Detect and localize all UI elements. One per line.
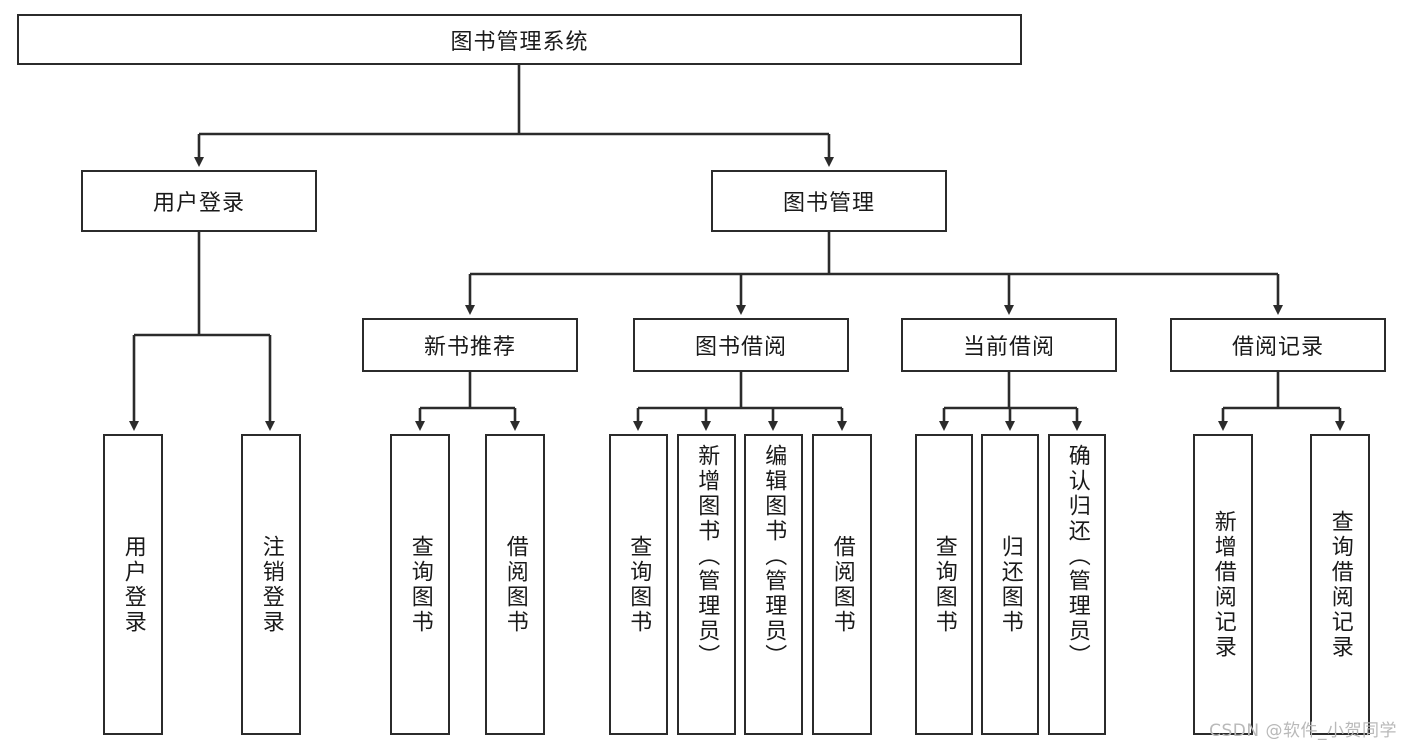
- leaf-add-borrow-record-label: 新增借阅记录: [1210, 509, 1236, 660]
- leaf-user-login[interactable]: 用户登录: [103, 434, 163, 735]
- leaf-add-book-admin-label: 新增图书（管理员）: [694, 444, 720, 669]
- node-book-borrow[interactable]: 图书借阅: [633, 318, 849, 372]
- leaf-edit-book-admin[interactable]: 编辑图书（管理员）: [744, 434, 803, 735]
- leaf-add-book-admin[interactable]: 新增图书（管理员）: [677, 434, 736, 735]
- leaf-query-book-recommend[interactable]: 查询图书: [390, 434, 450, 735]
- node-new-book-recommend[interactable]: 新书推荐: [362, 318, 578, 372]
- leaf-query-book-recommend-label: 查询图书: [407, 534, 433, 635]
- leaf-query-book-current-label: 查询图书: [931, 534, 957, 635]
- leaf-return-book[interactable]: 归还图书: [981, 434, 1039, 735]
- node-book-management[interactable]: 图书管理: [711, 170, 947, 232]
- leaf-query-book-borrow[interactable]: 查询图书: [609, 434, 668, 735]
- leaf-return-book-label: 归还图书: [997, 534, 1023, 635]
- leaf-add-borrow-record[interactable]: 新增借阅记录: [1193, 434, 1253, 735]
- node-root[interactable]: 图书管理系统: [17, 14, 1022, 65]
- leaf-query-book-current[interactable]: 查询图书: [915, 434, 973, 735]
- leaf-query-borrow-record[interactable]: 查询借阅记录: [1310, 434, 1370, 735]
- leaf-user-logout[interactable]: 注销登录: [241, 434, 301, 735]
- node-current-borrow-label: 当前借阅: [962, 335, 1055, 360]
- leaf-borrow-book[interactable]: 借阅图书: [812, 434, 872, 735]
- node-root-label: 图书管理系统: [450, 29, 589, 55]
- node-book-borrow-label: 图书借阅: [694, 335, 787, 360]
- leaf-edit-book-admin-label: 编辑图书（管理员）: [761, 444, 787, 669]
- leaf-confirm-return-admin[interactable]: 确认归还（管理员）: [1048, 434, 1106, 735]
- node-borrow-record-label: 借阅记录: [1231, 335, 1324, 360]
- leaf-user-logout-label: 注销登录: [258, 534, 284, 635]
- leaf-borrow-book-label: 借阅图书: [829, 534, 855, 635]
- leaf-borrow-book-recommend-label: 借阅图书: [502, 534, 528, 635]
- node-user-login[interactable]: 用户登录: [81, 170, 317, 232]
- leaf-query-borrow-record-label: 查询借阅记录: [1327, 509, 1353, 660]
- leaf-query-book-borrow-label: 查询图书: [626, 534, 652, 635]
- node-new-book-recommend-label: 新书推荐: [423, 335, 516, 360]
- node-borrow-record[interactable]: 借阅记录: [1170, 318, 1386, 372]
- node-book-management-label: 图书管理: [782, 191, 875, 216]
- leaf-user-login-label: 用户登录: [120, 534, 146, 635]
- node-user-login-label: 用户登录: [152, 191, 245, 216]
- leaf-confirm-return-admin-label: 确认归还（管理员）: [1064, 444, 1090, 669]
- leaf-borrow-book-recommend[interactable]: 借阅图书: [485, 434, 545, 735]
- node-current-borrow[interactable]: 当前借阅: [901, 318, 1117, 372]
- watermark: CSDN @软件_小贺同学: [1209, 721, 1397, 741]
